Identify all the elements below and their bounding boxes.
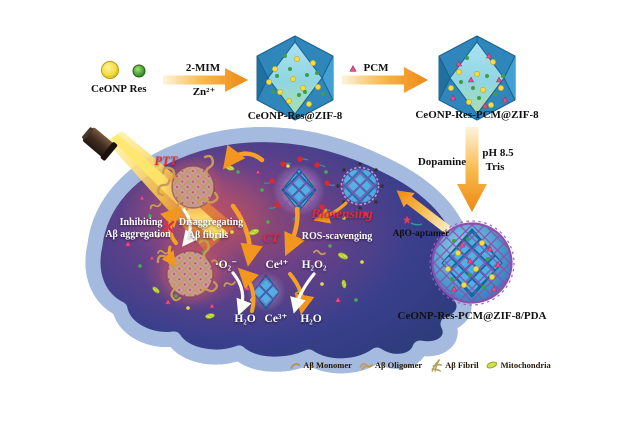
disaggregating-label-line1: Disaggregating xyxy=(178,217,244,228)
nir-flashlight-icon xyxy=(82,127,118,161)
ab-monomer-icon xyxy=(290,363,301,369)
ct-label: CT xyxy=(263,231,279,245)
aptamer-crystal-nanoparticle xyxy=(263,156,336,221)
mitochondria-icon xyxy=(486,361,498,369)
legend-label: Mitochondria xyxy=(500,360,551,370)
aptamer-label: AβO-aptamer xyxy=(392,229,450,239)
h2o2-label: H₂O₂ xyxy=(301,259,327,271)
zif8-crystal-2 xyxy=(438,35,516,121)
legend-label: Aβ Fibril xyxy=(445,360,479,370)
aptamer-arrow xyxy=(396,190,455,237)
reactant-spheres xyxy=(101,61,146,79)
legend: Aβ Monomer Aβ Oligomer Aβ Fibril Mitocho… xyxy=(289,358,551,372)
ptt-label: PTT xyxy=(154,154,178,168)
res-sphere-icon xyxy=(132,64,146,78)
pda-coated-nanoparticle xyxy=(429,220,515,306)
reaction-arrow-3 xyxy=(457,127,487,212)
inhibit-cross-icon xyxy=(161,220,175,234)
product2-label: CeONP-Res-PCM@ZIF-8 xyxy=(415,109,539,121)
ceonp-sphere-icon xyxy=(101,61,119,79)
h2o-left-label: H₂O xyxy=(234,313,256,325)
reaction-arrow-2 xyxy=(342,65,428,93)
zif8-crystal-1 xyxy=(256,35,334,121)
legend-item-monomer: Aβ Monomer xyxy=(289,360,352,370)
superoxide-label: ·O₂⁻ xyxy=(214,259,238,271)
ros-scavenging-label: ROS-scavenging xyxy=(301,231,373,242)
process-arrows xyxy=(160,144,348,316)
product1-label: CeONP-Res@ZIF-8 xyxy=(247,110,343,122)
pcm-triangle-icon xyxy=(349,65,357,72)
step1-zinc-label: Zn²⁺ xyxy=(192,86,216,98)
reaction-arrow-1 xyxy=(163,68,248,92)
ab-fibril-icon xyxy=(431,359,442,372)
inhibiting-label-line2: Aβ aggregation xyxy=(105,229,171,240)
ce4-label: Ce⁴⁺ xyxy=(265,259,289,271)
membrane-nanoparticle xyxy=(336,162,384,210)
legend-item-oligomer: Aβ Oligomer xyxy=(359,360,422,370)
biosensing-label: Biosensing xyxy=(311,206,373,221)
tris-label: Tris xyxy=(485,161,505,173)
legend-label: Aβ Oligomer xyxy=(374,360,423,370)
fibril-wrapped-nanoparticle xyxy=(154,152,224,218)
legend-label: Aβ Monomer xyxy=(303,360,352,370)
ab-oligomer-icon xyxy=(359,363,373,370)
legend-item-fibril: Aβ Fibril xyxy=(429,358,479,372)
step1-reagent-label: 2-MIM xyxy=(185,62,221,74)
product3-label: CeONP-Res-PCM@ZIF-8/PDA xyxy=(397,310,547,322)
inhibiting-label-line1: Inhibiting xyxy=(119,217,163,228)
legend-item-mitochondria: Mitochondria xyxy=(486,360,551,370)
ceonp-label: CeONP xyxy=(90,83,128,95)
res-label: Res xyxy=(129,83,147,95)
ph-label: pH 8.5 xyxy=(482,147,514,159)
dopamine-label: Dopamine xyxy=(417,156,467,168)
pcm-label: PCM xyxy=(363,62,389,74)
ce3-label: Ce³⁺ xyxy=(264,313,288,325)
disaggregating-label-line2: Aβ fibrils xyxy=(187,230,229,241)
h2o-right-label: H₂O xyxy=(300,313,322,325)
